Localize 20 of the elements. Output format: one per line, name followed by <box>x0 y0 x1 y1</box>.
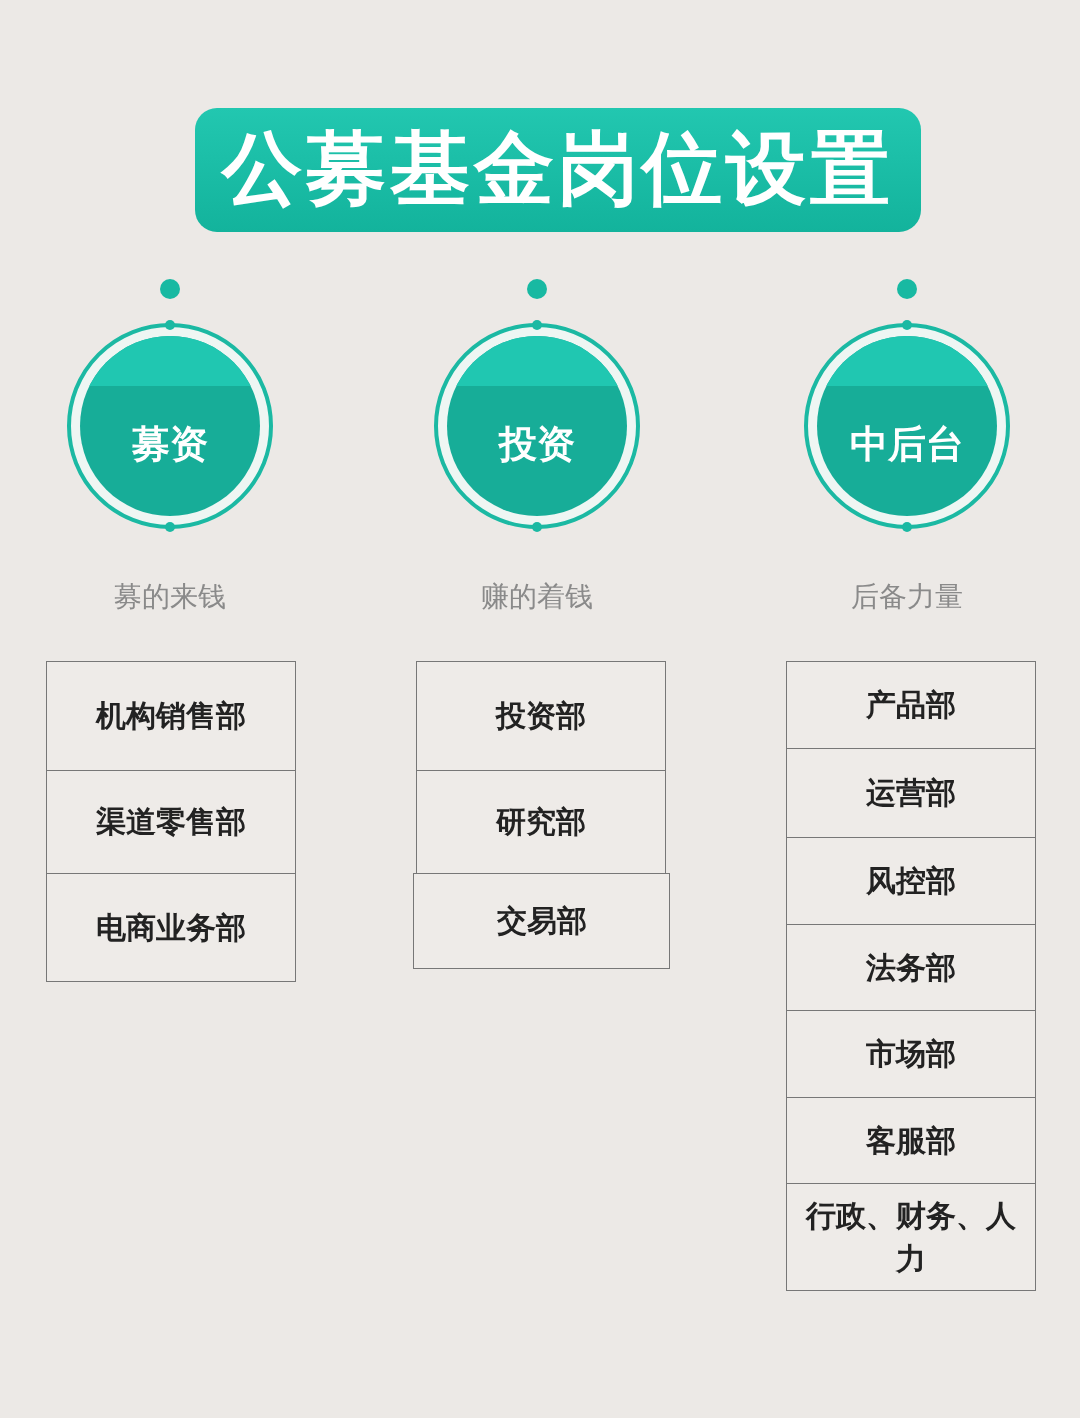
department-box: 客服部 <box>786 1097 1036 1184</box>
department-box: 研究部 <box>416 770 666 874</box>
department-box: 运营部 <box>786 748 1036 838</box>
department-box: 法务部 <box>786 924 1036 1011</box>
department-box: 市场部 <box>786 1010 1036 1098</box>
caption-text: 募的来钱 <box>113 579 227 615</box>
department-box: 机构销售部 <box>46 661 296 771</box>
department-box: 电商业务部 <box>46 873 296 982</box>
caption-text: 赚的着钱 <box>480 579 594 615</box>
department-box: 行政、财务、人力 <box>786 1183 1036 1291</box>
department-box: 风控部 <box>786 837 1036 925</box>
node-label: 投资 <box>499 420 575 468</box>
caption-text: 后备力量 <box>850 579 964 615</box>
title-banner: 公募基金岗位设置 <box>195 108 921 232</box>
department-box: 投资部 <box>416 661 666 771</box>
department-box: 产品部 <box>786 661 1036 749</box>
department-box: 渠道零售部 <box>46 770 296 874</box>
node-label: 募资 <box>132 420 208 468</box>
node-label: 中后台 <box>850 420 964 468</box>
department-box: 交易部 <box>413 873 670 969</box>
